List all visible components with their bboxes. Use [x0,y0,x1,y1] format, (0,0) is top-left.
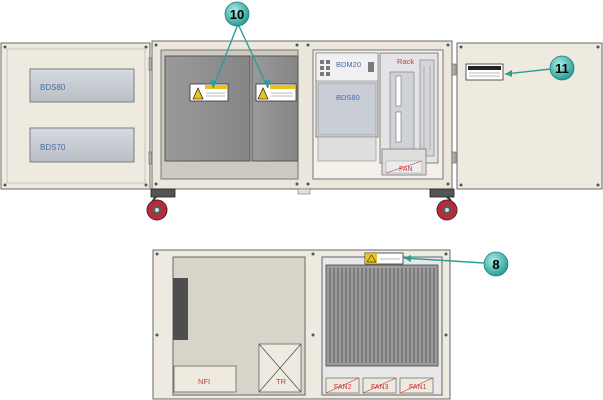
rear-right-panel: FAN2 FAN3 FAN1 [321,252,443,396]
nameplate-bds70: BDS70 [29,127,135,163]
fan3-box: FAN3 [362,377,397,394]
rear-unit: NFI TR [152,249,451,400]
bdm-module: BDM20 BDS80 [315,52,379,162]
door-info-label [465,63,504,81]
callout-11-label: 11 [555,61,569,76]
main-cabinet: BDM20 BDS80 Rack FAN [151,40,457,190]
fan1-box: FAN1 [399,377,434,394]
warning-label-right [255,83,297,102]
fan2-label: FAN2 [334,384,352,391]
right-door [456,42,603,190]
nfi-box: NFI [173,365,237,393]
heatsink-warning-label [364,252,404,265]
tr-box: TR [258,343,302,393]
base-tab [297,188,311,195]
caster-right [429,188,458,221]
callout-8: 8 [403,251,509,277]
tr-label: TR [276,377,287,386]
callout-11: 11 [504,55,575,81]
rear-left-panel: NFI TR [172,256,306,396]
gray-door-left [164,55,251,162]
bdm-label: BDM20 [336,60,361,69]
nameplate-bds70-label: BDS70 [40,143,66,152]
rack-label: Rack [397,57,414,66]
left-door: BDS80 BDS70 [0,42,154,190]
fan-label: FAN [399,166,413,173]
fan2-box: FAN2 [325,377,360,394]
caster-left [146,188,176,221]
fan-unit: FAN [381,148,427,176]
bds-label: BDS80 [336,93,360,102]
fan3-label: FAN3 [371,384,389,391]
callout-8-label: 8 [492,257,499,272]
callout-10-label: 10 [230,7,244,22]
gray-door-right [251,55,299,162]
nameplate-bds80-label: BDS80 [40,83,66,92]
warning-label-left [189,83,229,102]
fan1-label: FAN1 [409,384,427,391]
nfi-label: NFI [198,377,210,386]
nameplate-bds80: BDS80 [29,68,135,103]
callout-10: 10 [210,1,271,89]
rack-module: Rack [379,52,439,164]
